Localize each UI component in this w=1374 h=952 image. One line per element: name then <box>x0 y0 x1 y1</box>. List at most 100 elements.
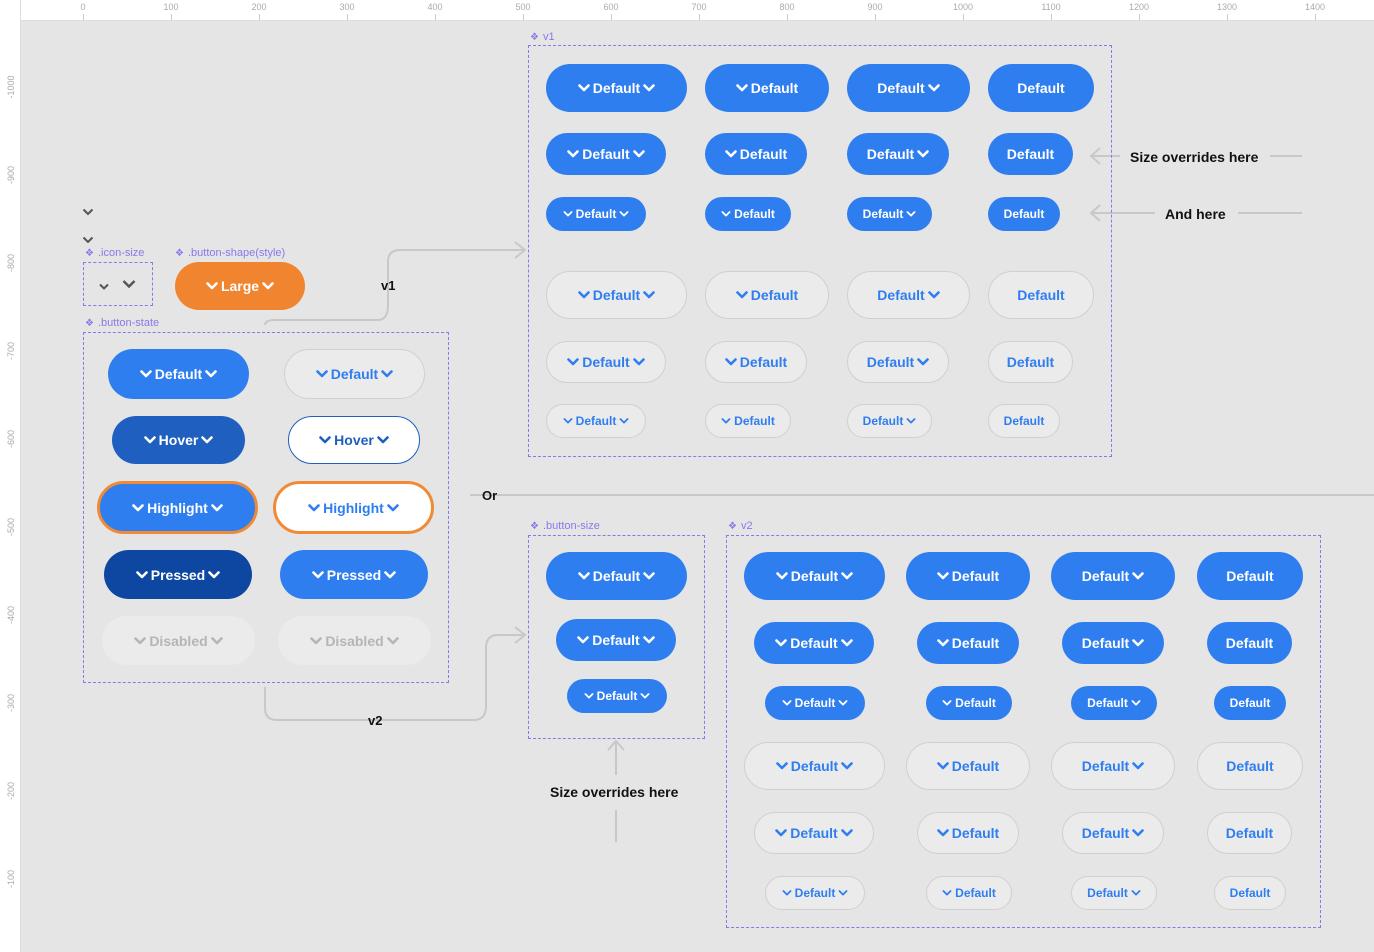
v2-sol-sm-both-icons-button[interactable]: Default <box>765 686 865 720</box>
button-label: Default <box>951 758 1000 774</box>
v1-out-lg-no-icon-button[interactable]: Default <box>988 271 1094 319</box>
v1-out-md-both-icons-button[interactable]: Default <box>546 341 666 383</box>
chevron-down-icon <box>927 84 940 92</box>
button-size-frame <box>528 535 705 739</box>
chevron-down-icon <box>1132 762 1145 770</box>
v2-out-md-left-icon-button[interactable]: Default <box>917 812 1019 854</box>
button-label: Default <box>1006 146 1055 162</box>
v2-out-lg-right-icon-button[interactable]: Default <box>1051 742 1175 790</box>
pressed-outline-state-button[interactable]: Pressed <box>280 550 428 599</box>
disabled-solid-state-button[interactable]: Disabled <box>102 616 255 665</box>
button-label: Default <box>750 80 799 96</box>
v1-out-md-right-icon-button[interactable]: Default <box>847 341 949 383</box>
chevron-down-icon <box>775 639 788 647</box>
v1-out-md-no-icon-button[interactable]: Default <box>988 341 1073 383</box>
button-label: Default <box>1225 635 1274 651</box>
ruler-tick <box>347 14 348 20</box>
icon-size-frame[interactable] <box>83 262 153 306</box>
button-label: Disabled <box>149 632 208 649</box>
button-label: Disabled <box>325 632 384 649</box>
v2-sol-lg-right-icon-button[interactable]: Default <box>1051 552 1175 600</box>
large-shape-button[interactable]: Large <box>175 262 305 310</box>
v2-out-sm-no-icon-button[interactable]: Default <box>1214 876 1286 910</box>
chevron-down-icon <box>135 570 148 578</box>
v1-out-sm-left-icon-button[interactable]: Default <box>705 404 791 438</box>
highlight-outline-state-button[interactable]: Highlight <box>273 481 434 534</box>
chevron-down-icon <box>122 277 136 295</box>
button-label: Default <box>592 632 640 648</box>
v1-sol-lg-left-icon-button[interactable]: Default <box>705 64 829 112</box>
v2-out-md-both-icons-button[interactable]: Default <box>754 812 874 854</box>
v2-out-lg-left-icon-button[interactable]: Default <box>906 742 1030 790</box>
chevron-down-icon <box>377 436 389 444</box>
v1-out-sm-right-icon-button[interactable]: Default <box>847 404 932 438</box>
ruler-tick <box>259 14 260 20</box>
button-label: Default <box>790 825 838 841</box>
v1-out-lg-right-icon-button[interactable]: Default <box>847 271 970 319</box>
v2-out-sm-right-icon-button[interactable]: Default <box>1071 876 1157 910</box>
button-label: Default <box>951 568 1000 584</box>
v2-out-md-right-icon-button[interactable]: Default <box>1062 812 1164 854</box>
pressed-solid-state-button[interactable]: Pressed <box>104 550 252 599</box>
button-label: Default <box>1226 568 1274 584</box>
v1-sol-md-no-icon-button[interactable]: Default <box>988 133 1073 175</box>
v2-out-lg-both-icons-button[interactable]: Default <box>744 742 885 790</box>
button-label: Default <box>1003 207 1045 221</box>
v2-sol-sm-right-icon-button[interactable]: Default <box>1071 686 1157 720</box>
button-label: Default <box>1226 758 1274 774</box>
ruler-tick <box>787 14 788 20</box>
v2-sol-md-both-icons-button[interactable]: Default <box>754 622 874 664</box>
v1-sol-sm-no-icon-button[interactable]: Default <box>988 197 1060 231</box>
chevron-down-icon <box>1131 700 1141 706</box>
v1-out-lg-both-icons-button[interactable]: Default <box>546 271 687 319</box>
v2-out-sm-both-icons-button[interactable]: Default <box>765 876 865 910</box>
v2-sol-md-no-icon-button[interactable]: Default <box>1207 622 1292 664</box>
v1-out-sm-no-icon-button[interactable]: Default <box>988 404 1060 438</box>
button-label: Default <box>1087 886 1128 900</box>
chevron-down-icon <box>775 572 788 580</box>
chevron-down-icon <box>384 570 397 578</box>
hover-solid-state-button[interactable]: Hover <box>112 416 245 464</box>
chevron-down-icon <box>917 150 930 158</box>
default-outline-state-button[interactable]: Default <box>284 349 425 399</box>
size-medium-button[interactable]: Default <box>556 619 676 661</box>
v1-sol-sm-left-icon-button[interactable]: Default <box>705 197 791 231</box>
ruler-tick <box>1315 14 1316 20</box>
v2-sol-md-left-icon-button[interactable]: Default <box>917 622 1019 664</box>
v2-sol-lg-both-icons-button[interactable]: Default <box>744 552 885 600</box>
v2-out-lg-no-icon-button[interactable]: Default <box>1197 742 1303 790</box>
v1-sol-lg-both-icons-button[interactable]: Default <box>546 64 687 112</box>
v1-sol-lg-no-icon-button[interactable]: Default <box>988 64 1094 112</box>
v1-sol-sm-both-icons-button[interactable]: Default <box>546 197 646 231</box>
highlight-solid-state-button[interactable]: Highlight <box>97 481 258 534</box>
size-large-button[interactable]: Default <box>546 552 687 600</box>
v2-out-md-no-icon-button[interactable]: Default <box>1207 812 1292 854</box>
chevron-down-icon <box>619 418 629 424</box>
v1-sol-md-right-icon-button[interactable]: Default <box>847 133 949 175</box>
v2-sol-sm-no-icon-button[interactable]: Default <box>1214 686 1286 720</box>
v1-out-md-left-icon-button[interactable]: Default <box>705 341 807 383</box>
v1-out-lg-left-icon-button[interactable]: Default <box>705 271 829 319</box>
v2-out-sm-left-icon-button[interactable]: Default <box>926 876 1012 910</box>
hover-outline-state-button[interactable]: Hover <box>288 416 420 464</box>
ruler-tick-label: 700 <box>691 2 707 12</box>
default-solid-state-button[interactable]: Default <box>108 349 249 399</box>
ruler-tick <box>1051 14 1052 20</box>
button-label: Default <box>575 207 617 221</box>
disabled-outline-state-button[interactable]: Disabled <box>278 616 431 665</box>
v1-sol-sm-right-icon-button[interactable]: Default <box>847 197 932 231</box>
v1-sol-md-left-icon-button[interactable]: Default <box>705 133 807 175</box>
size-small-button[interactable]: Default <box>567 679 667 713</box>
v2-sol-md-right-icon-button[interactable]: Default <box>1062 622 1164 664</box>
v1-out-sm-both-icons-button[interactable]: Default <box>546 404 646 438</box>
v1-sol-lg-right-icon-button[interactable]: Default <box>847 64 970 112</box>
chevron-down-icon <box>838 700 848 706</box>
chevron-down-icon <box>775 762 788 770</box>
v1-frame <box>528 45 1112 457</box>
icon-size-frame-label: .icon-size <box>85 247 144 259</box>
v2-sol-lg-no-icon-button[interactable]: Default <box>1197 552 1303 600</box>
v2-sol-lg-left-icon-button[interactable]: Default <box>906 552 1030 600</box>
v2-sol-sm-left-icon-button[interactable]: Default <box>926 686 1012 720</box>
v1-sol-md-both-icons-button[interactable]: Default <box>546 133 666 175</box>
chevron-down-icon <box>642 636 655 644</box>
